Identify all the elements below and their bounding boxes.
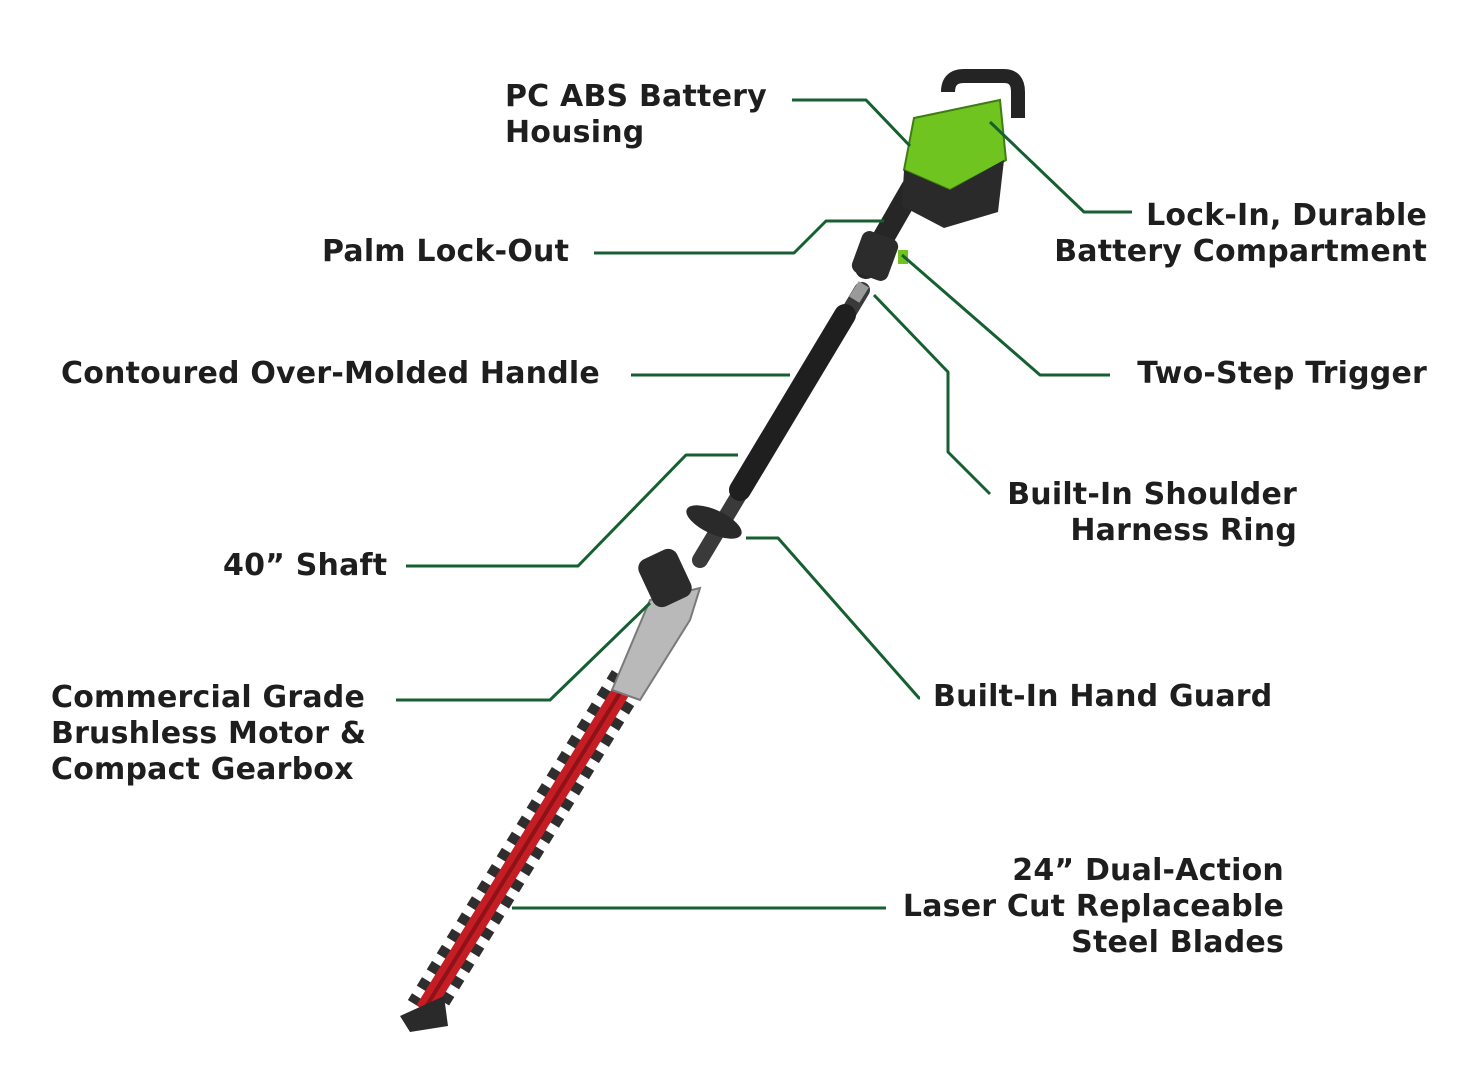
gearbox	[610, 548, 702, 702]
leader-harness-ring	[872, 293, 992, 496]
palm-lockout-switch	[851, 231, 899, 281]
label-line: Built-In Shoulder	[1007, 477, 1297, 512]
label-line: 40” Shaft	[223, 548, 388, 583]
label-blades: 24” Dual-Action Laser Cut Replaceable St…	[903, 853, 1284, 961]
label-line: Two-Step Trigger	[1137, 356, 1427, 391]
label-battery-compartment: Lock-In, Durable Battery Compartment	[1054, 198, 1427, 270]
blade-center-rib	[422, 678, 630, 1012]
battery-compartment	[902, 160, 1004, 228]
label-line: Harness Ring	[1070, 513, 1297, 548]
label-harness-ring: Built-In Shoulder Harness Ring	[1007, 477, 1297, 549]
leader-palm-lockout	[594, 219, 884, 255]
label-trigger: Two-Step Trigger	[1137, 356, 1427, 392]
motor-cap	[638, 548, 692, 608]
carry-handle	[941, 69, 1025, 118]
label-line: 24” Dual-Action	[1012, 853, 1284, 888]
label-line: Commercial Grade	[51, 680, 366, 715]
label-line: Housing	[505, 115, 645, 150]
leader-battery-compartment	[988, 120, 1132, 214]
label-line: PC ABS Battery	[505, 79, 767, 114]
label-line: Battery Compartment	[1054, 234, 1427, 269]
label-line: Brushless Motor &	[51, 716, 367, 751]
leader-hand-guard	[746, 536, 921, 700]
leader-battery-housing	[792, 98, 912, 148]
hand-guard	[686, 505, 742, 539]
label-line: Laser Cut Replaceable	[902, 889, 1284, 924]
leader-motor	[396, 601, 652, 702]
label-line: Contoured Over-Molded Handle	[61, 356, 600, 391]
over-molded-handle-grip	[729, 304, 856, 501]
blade-tip-guard	[400, 996, 448, 1032]
label-handle: Contoured Over-Molded Handle	[61, 356, 600, 392]
shaft-assembly	[686, 281, 870, 568]
label-battery-housing: PC ABS Battery Housing	[505, 79, 767, 151]
label-shaft: 40” Shaft	[223, 548, 387, 584]
battery-housing-group	[902, 69, 1025, 228]
blade-assembly	[400, 670, 645, 1032]
label-line: Steel Blades	[1071, 925, 1284, 960]
label-hand-guard: Built-In Hand Guard	[933, 679, 1272, 715]
label-line: Lock-In, Durable	[1146, 198, 1427, 233]
label-line: Palm Lock-Out	[322, 234, 570, 269]
label-line: Compact Gearbox	[51, 752, 354, 787]
label-palm-lockout: Palm Lock-Out	[322, 234, 569, 270]
label-motor: Commercial Grade Brushless Motor & Compa…	[51, 680, 366, 788]
harness-ring	[849, 281, 869, 303]
label-line: Built-In Hand Guard	[933, 679, 1273, 714]
leader-trigger	[901, 253, 1110, 377]
gearbox-housing	[610, 586, 702, 702]
leader-shaft	[406, 453, 738, 568]
